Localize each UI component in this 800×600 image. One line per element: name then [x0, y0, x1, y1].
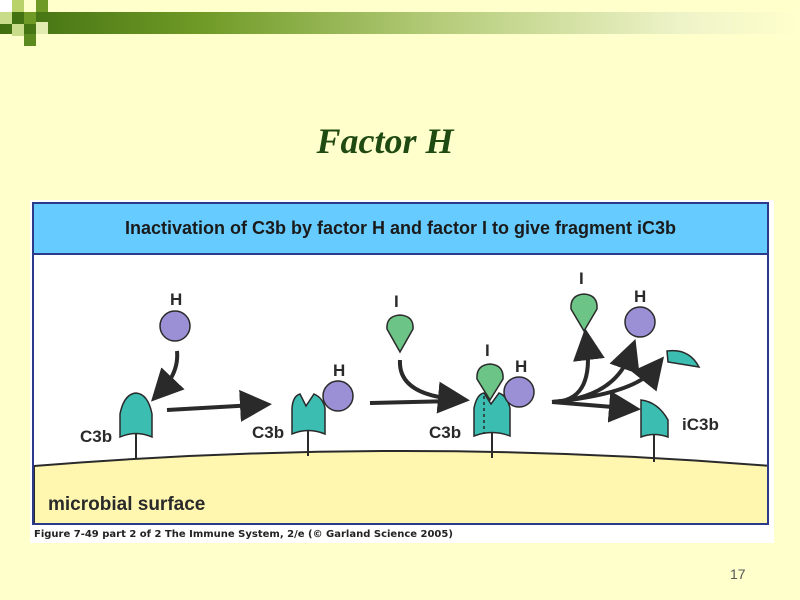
ic3b-label: iC3b	[682, 415, 719, 434]
header-gradient-band	[0, 12, 800, 34]
factor-i-label-2: I	[485, 341, 490, 360]
factor-h-circle-1	[159, 310, 191, 342]
arrow-h-to-c3b	[151, 350, 185, 402]
factor-h-label-2: H	[333, 361, 345, 380]
slide-title: Factor H	[316, 121, 454, 161]
factor-h-circle-4	[624, 306, 656, 338]
microbial-surface	[34, 450, 767, 523]
factor-i-label-3: I	[579, 269, 584, 288]
c3b-label-2: C3b	[252, 423, 284, 442]
arrow-release-i	[551, 328, 605, 404]
factor-h-label-4: H	[634, 287, 646, 306]
factor-i-drop-2	[476, 363, 504, 402]
arrow-i-to-complex	[397, 359, 470, 414]
c3b-label-1: C3b	[80, 427, 112, 446]
c3b-label-3: C3b	[429, 423, 461, 442]
factor-h-label-3: H	[515, 357, 527, 376]
figure-caption: Figure 7-49 part 2 of 2 The Immune Syste…	[34, 529, 453, 540]
ic3b-molecule	[640, 399, 669, 439]
factor-h-circle-3	[503, 376, 535, 408]
arrow-to-ic3b	[551, 390, 641, 423]
complement-diagram: microbial surface H C3b H C3b I	[34, 269, 767, 523]
arrow-stage1-to-stage2	[166, 389, 272, 422]
factor-h-label-1: H	[170, 290, 182, 309]
arrow-stage2-to-stage3	[369, 399, 455, 405]
figure-panel: Inactivation of C3b by factor H and fact…	[30, 200, 774, 543]
factor-h-circle-2	[322, 380, 354, 412]
surface-label: microbial surface	[48, 494, 205, 515]
figure-frame: Inactivation of C3b by factor H and fact…	[32, 202, 769, 525]
figure-header: Inactivation of C3b by factor H and fact…	[34, 204, 767, 255]
c3f-fragment	[666, 349, 701, 368]
c3b-molecule-2	[291, 393, 326, 436]
c3b-molecule-1	[119, 392, 153, 439]
slide-number: 17	[730, 566, 746, 582]
factor-i-drop-3	[570, 293, 598, 333]
arrow-release-fragment	[551, 356, 665, 404]
c3b-molecule-3	[473, 392, 511, 438]
factor-i-drop-1	[386, 314, 414, 354]
factor-i-label-1: I	[394, 292, 399, 311]
